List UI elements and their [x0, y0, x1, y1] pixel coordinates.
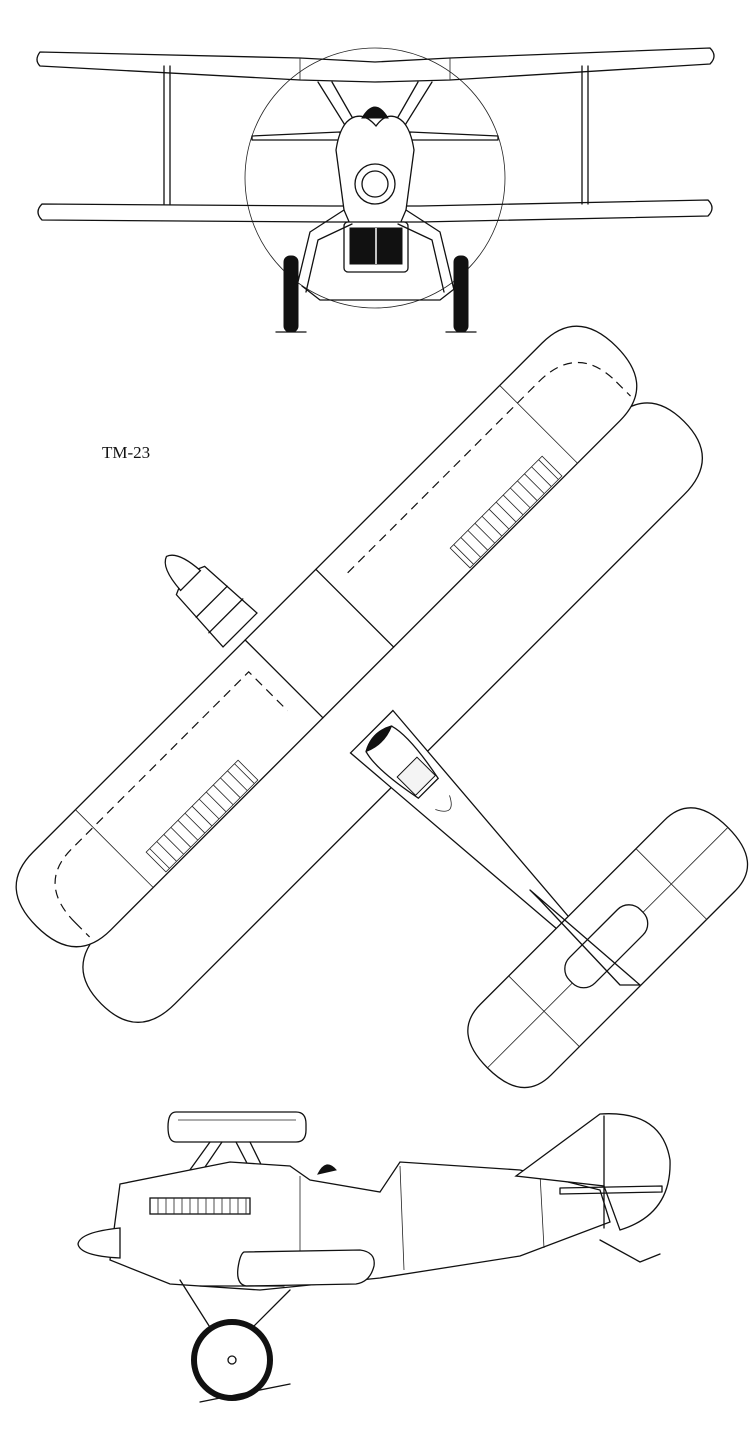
spinner-ring	[354, 163, 396, 205]
upper-wing-side	[167, 1111, 307, 1143]
lower-wing-side	[237, 1249, 375, 1287]
upper-wing	[36, 47, 715, 83]
pilot-seat	[365, 725, 393, 753]
spinner-side	[77, 1227, 121, 1259]
propeller-disc	[244, 47, 506, 309]
wheel-side	[191, 1319, 273, 1401]
pilot-head	[361, 106, 389, 119]
fin-top	[564, 904, 649, 989]
vertical-fin	[514, 1113, 671, 1231]
hidden-lower-wing-outline	[54, 361, 631, 938]
exhaust-louvres	[149, 1197, 251, 1215]
pilot-head-side	[317, 1164, 337, 1175]
designation-label: TM-23	[102, 443, 150, 462]
tail-skid	[599, 1239, 661, 1263]
spinner	[164, 554, 202, 592]
rudder-top	[529, 889, 641, 986]
wheel-left	[283, 255, 299, 333]
lower-wing	[37, 199, 713, 223]
side-view	[77, 1111, 671, 1403]
upper-wing-planform	[15, 325, 638, 948]
top-view	[15, 325, 749, 1089]
front-view	[36, 47, 715, 333]
tailplane-side	[559, 1185, 663, 1195]
wheel-right	[453, 255, 469, 333]
fuselage-front	[335, 115, 415, 225]
